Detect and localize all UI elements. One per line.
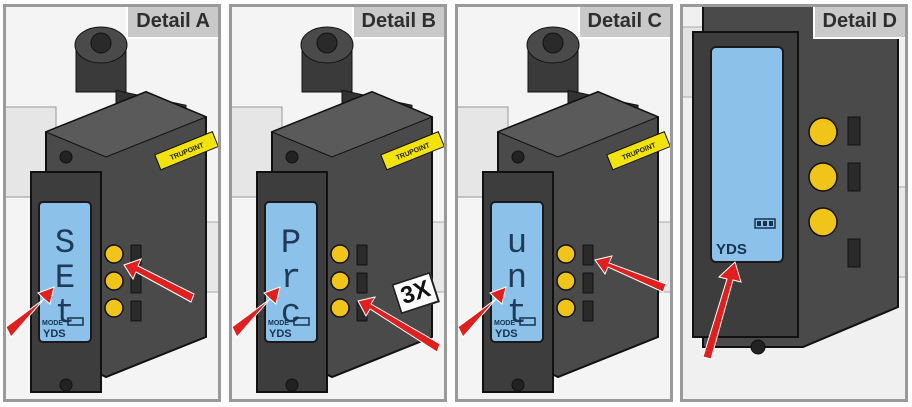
detail-tag-c: Detail C <box>577 7 670 39</box>
lcd-screen <box>710 46 784 263</box>
brand-label <box>154 131 218 171</box>
detail-panel-c: TRUPOINT u n t MODE YDS Detail C <box>455 4 673 402</box>
lcd-char-1: S <box>55 225 75 263</box>
red-arrow-icon-button <box>594 255 667 293</box>
lcd-screen <box>490 201 544 343</box>
lcd-mode-label: MODE <box>494 320 515 327</box>
detail-tag-d: Detail D <box>812 7 905 39</box>
screw-icon <box>750 339 766 355</box>
device-drawing-b: TRUPOINT P r c MODE YDS <box>232 26 444 393</box>
detail-panel-a: TRUPOINT S E t MODE YDS Detail A <box>3 4 221 402</box>
lcd-char-2: n <box>507 260 527 298</box>
battery-icon <box>519 317 536 326</box>
lcd-screen <box>264 201 318 343</box>
button-top[interactable] <box>330 244 350 264</box>
lcd-char-2: r <box>281 260 301 298</box>
lcd-mode-label: MODE <box>268 320 289 327</box>
button-top[interactable] <box>104 244 124 264</box>
red-arrow-icon-lcd <box>458 286 507 338</box>
button-bottom[interactable] <box>330 298 350 318</box>
detail-tag-a: Detail A <box>126 7 218 39</box>
lcd-char-1: u <box>507 225 527 263</box>
red-arrow-icon-lcd <box>702 261 742 360</box>
button-middle[interactable] <box>330 271 350 291</box>
device-drawing-c: TRUPOINT u n t MODE YDS <box>458 26 670 393</box>
lcd-units-label: YDS <box>716 241 747 258</box>
red-arrow-icon-button <box>123 258 195 303</box>
battery-icon <box>67 317 84 326</box>
lcd-units-label: YDS <box>43 328 66 340</box>
lcd-char-3: t <box>55 295 75 333</box>
button-bottom[interactable] <box>808 207 838 237</box>
brand-label <box>380 131 444 171</box>
button-top[interactable] <box>808 117 838 147</box>
screw-icon <box>285 150 299 164</box>
lcd-char-3: c <box>281 295 301 333</box>
red-arrow-icon-lcd <box>6 286 55 338</box>
button-top[interactable] <box>556 244 576 264</box>
lcd-char-2: E <box>55 260 75 298</box>
lcd-units-label: YDS <box>269 328 292 340</box>
device-drawing-a: TRUPOINT S E t MODE YDS <box>6 26 218 393</box>
red-arrow-icon-lcd <box>232 286 281 338</box>
lcd-char-1: P <box>281 225 301 263</box>
brand-label <box>606 131 670 171</box>
screw-icon <box>59 150 73 164</box>
lcd-char-3: t <box>507 295 527 333</box>
screw-icon <box>511 150 525 164</box>
button-icon-bottom <box>130 300 142 322</box>
lcd-mode-label: MODE <box>42 320 63 327</box>
button-middle[interactable] <box>808 162 838 192</box>
button-middle[interactable] <box>104 271 124 291</box>
detail-panel-d: YDS Detail D <box>680 4 908 402</box>
detail-panel-b: TRUPOINT P r c MODE YDS 3X Detail B <box>229 4 447 402</box>
lcd-units-label: YDS <box>495 328 518 340</box>
detail-tag-b: Detail B <box>351 7 444 39</box>
button-bottom[interactable] <box>556 298 576 318</box>
button-bottom[interactable] <box>104 298 124 318</box>
button-middle[interactable] <box>556 271 576 291</box>
battery-icon <box>293 317 310 326</box>
battery-icon <box>754 218 776 229</box>
lcd-screen <box>38 201 92 343</box>
device-drawing-d: YDS <box>683 7 905 399</box>
red-arrow-icon-button <box>357 296 441 353</box>
